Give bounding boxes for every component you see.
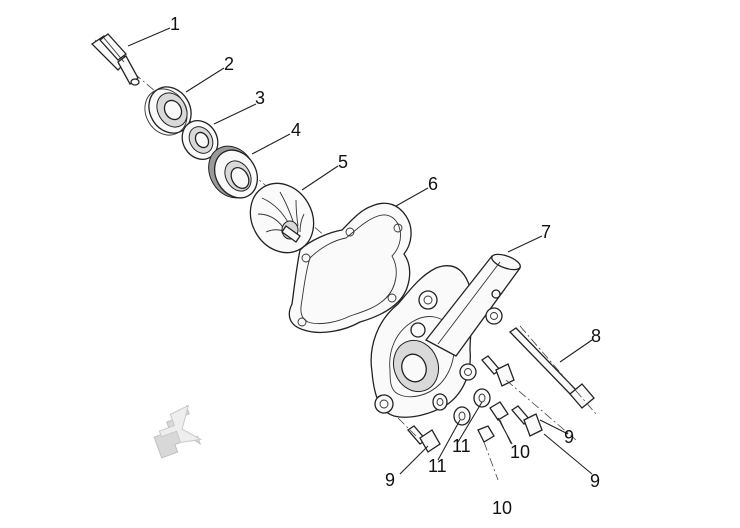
callout-10-middle: 10 <box>510 442 530 462</box>
part-10-nut-a <box>477 425 499 481</box>
part-nut-on-cover <box>432 393 448 411</box>
part-8-long-bolt <box>508 325 597 415</box>
part-3-seal-ring <box>181 120 219 160</box>
part-5-impeller <box>249 182 315 254</box>
callout-7: 7 <box>541 222 551 242</box>
callout-9-middle: 9 <box>564 427 574 447</box>
callout-9-right: 9 <box>590 471 600 491</box>
part-9-bolt-b <box>481 355 577 441</box>
callout-1: 1 <box>170 14 180 34</box>
part-11-washer-b <box>473 388 491 408</box>
callout-6: 6 <box>428 174 438 194</box>
part-1-shaft <box>90 33 140 86</box>
callout-5: 5 <box>338 152 348 172</box>
callout-11-left: 11 <box>428 456 447 476</box>
callout-labels: 1 2 3 4 5 6 7 8 9 9 9 10 10 11 11 <box>170 14 601 518</box>
part-9-bolt-a <box>397 417 441 453</box>
callout-4: 4 <box>291 120 301 140</box>
part-9-bolt-c <box>511 405 543 437</box>
leader-lines <box>127 27 593 475</box>
callout-2: 2 <box>224 54 234 74</box>
callout-9-left: 9 <box>385 470 395 490</box>
front-direction-arrow-icon <box>153 404 203 459</box>
part-2-bearing <box>144 86 192 136</box>
part-7-pump-cover <box>370 253 522 418</box>
part-6-gasket <box>288 202 412 334</box>
part-4-mechanical-seal <box>208 145 259 199</box>
part-11-washer-a <box>453 406 471 426</box>
callout-10-bottom: 10 <box>492 498 512 518</box>
callout-3: 3 <box>255 88 265 108</box>
callout-8: 8 <box>591 326 601 346</box>
callout-11-right: 11 <box>452 436 471 456</box>
